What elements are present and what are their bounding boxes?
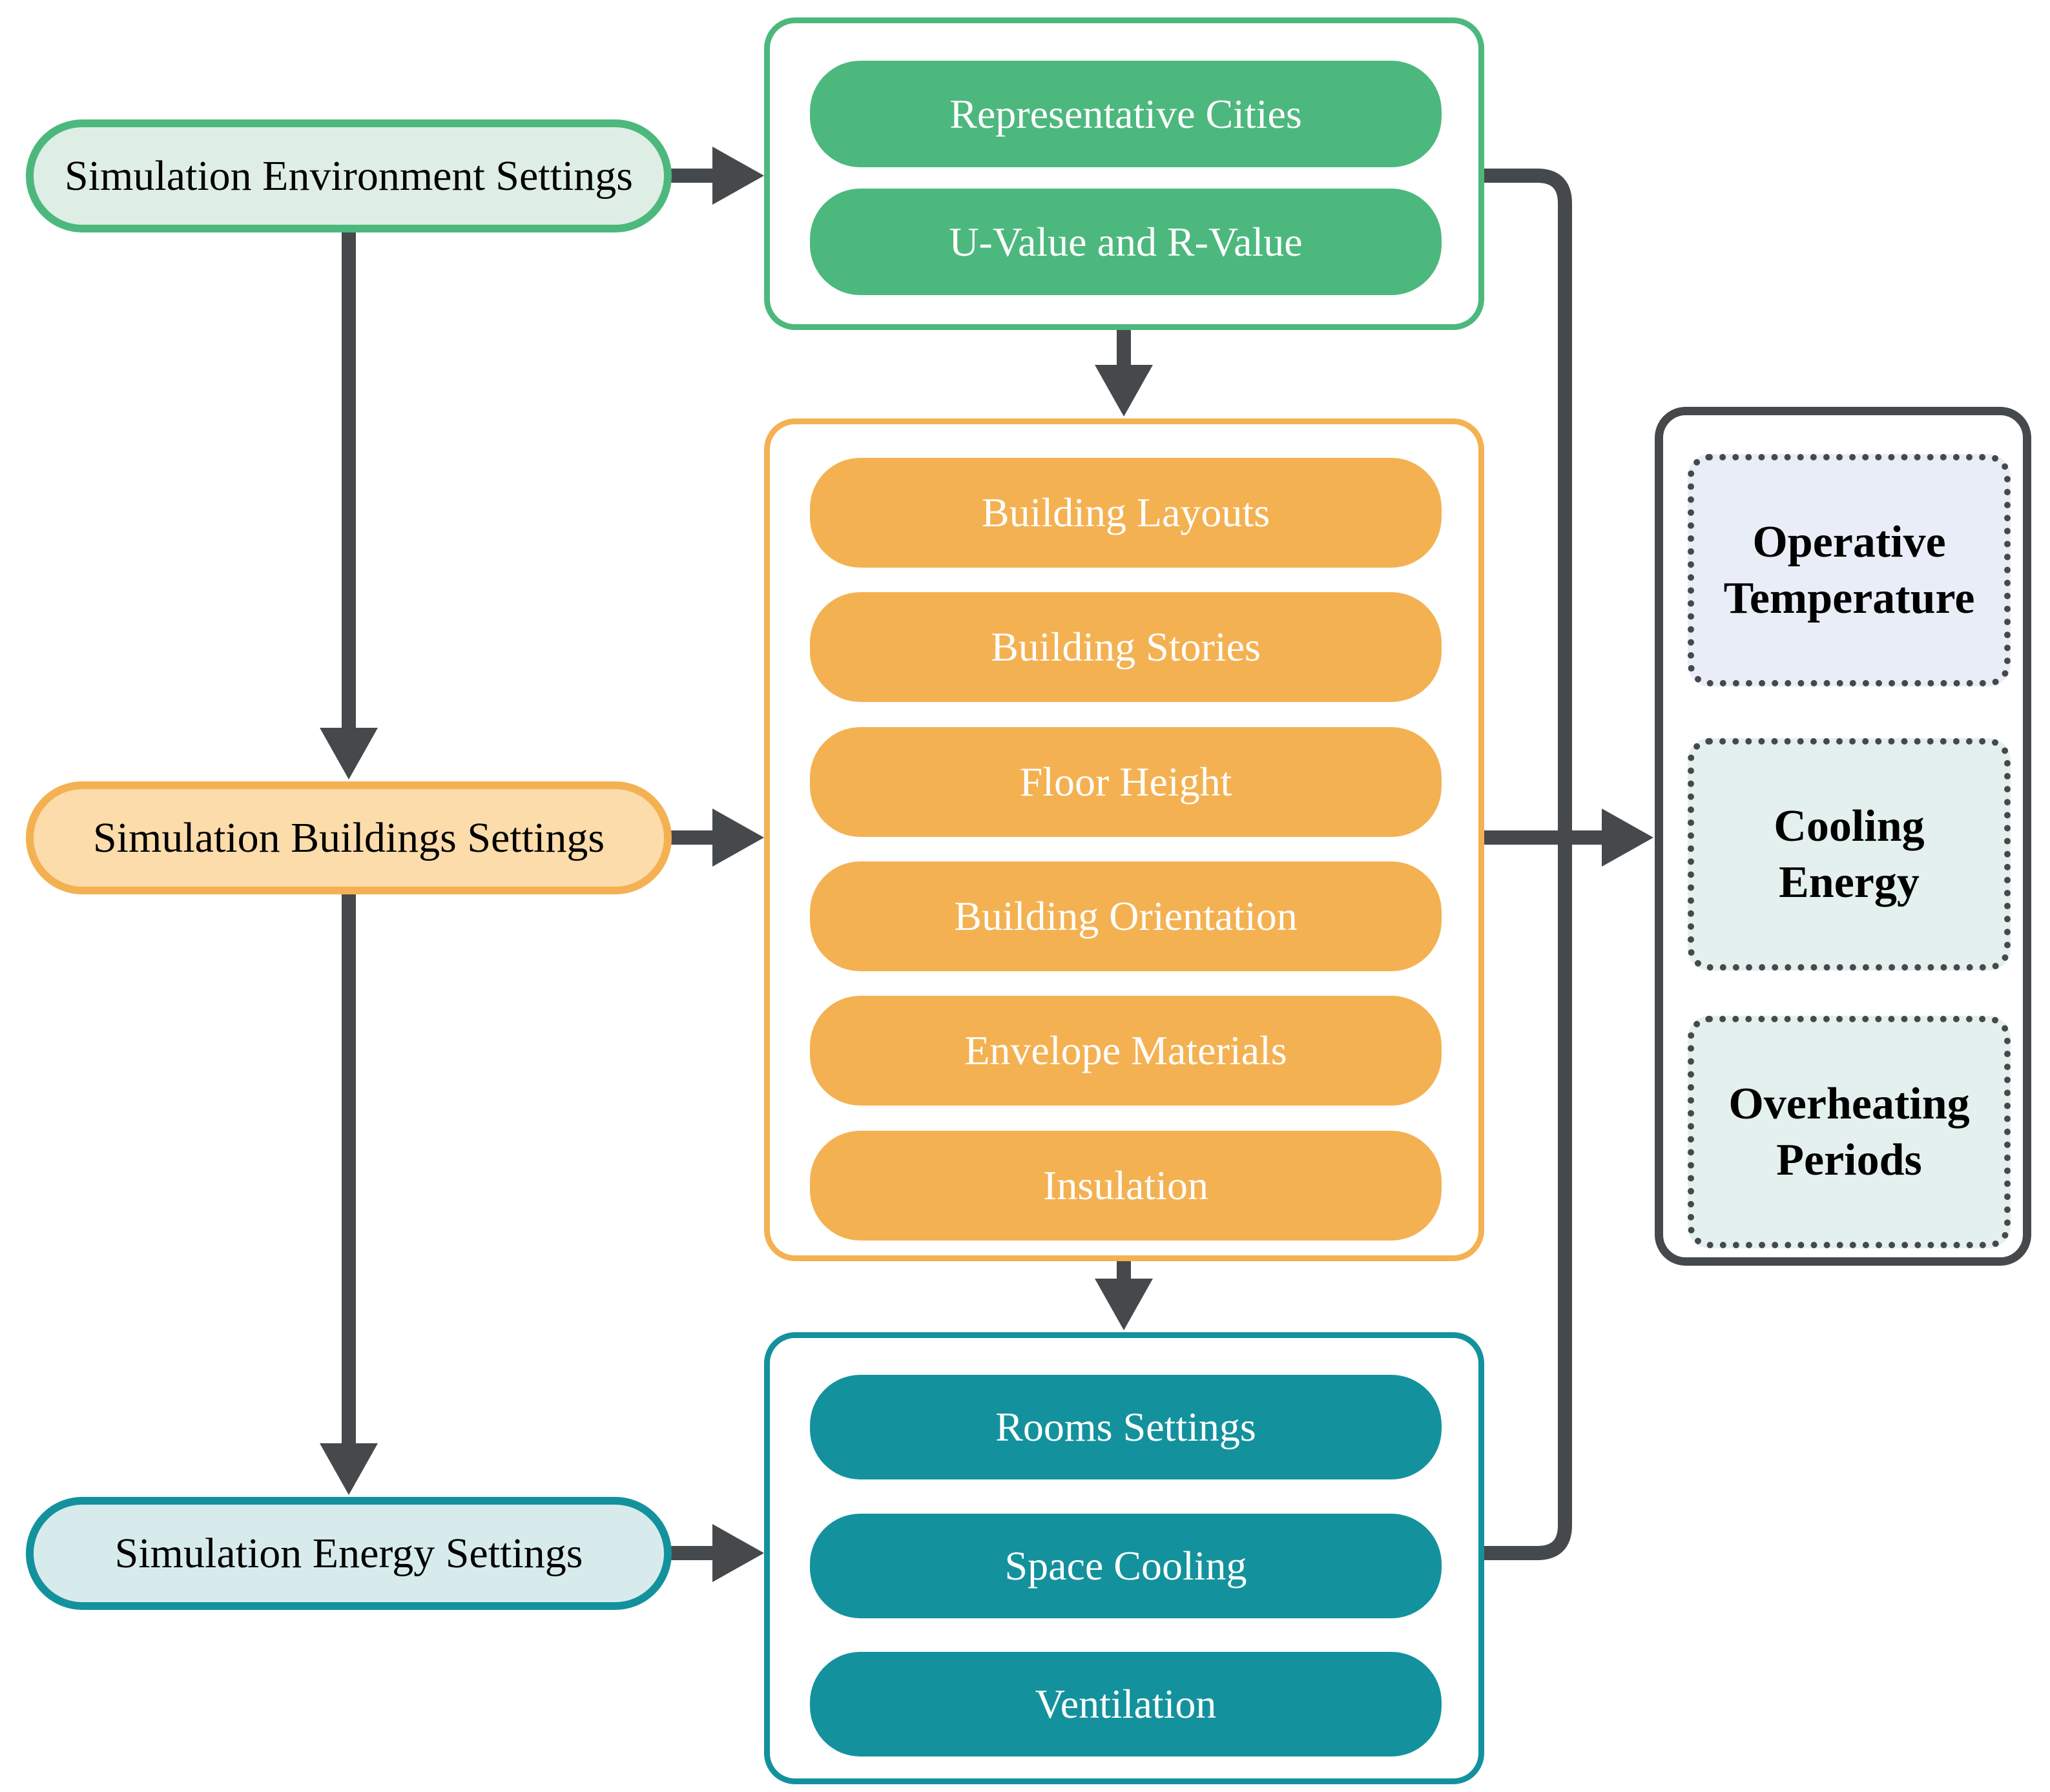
- item-label: Floor Height: [1019, 759, 1232, 805]
- output-label: Overheating Periods: [1728, 1078, 1970, 1186]
- item-label: Envelope Materials: [964, 1027, 1287, 1073]
- arrowhead-buildgroup-to-energygroup: [1095, 1279, 1153, 1330]
- arrowhead-junction-to-outputs: [1602, 808, 1653, 867]
- node-label: Simulation Environment Settings: [65, 152, 633, 200]
- item-label: Space Cooling: [1004, 1543, 1247, 1589]
- arrowhead-buildings-to-group: [712, 808, 764, 867]
- item-building-orientation: Building Orientation: [810, 861, 1442, 971]
- group-environment-parameters: Representative Cities U-Value and R-Valu…: [764, 17, 1484, 330]
- output-label: Operative Temperature: [1723, 517, 1975, 624]
- item-label: Building Stories: [991, 624, 1261, 670]
- item-building-layouts: Building Layouts: [810, 458, 1442, 568]
- arrowhead-buildings-to-energy: [320, 1443, 378, 1495]
- item-floor-height: Floor Height: [810, 727, 1442, 837]
- output-operative-temperature: Operative Temperature: [1688, 454, 2011, 686]
- group-building-parameters: Building Layouts Building Stories Floor …: [764, 418, 1484, 1261]
- group-energy-parameters: Rooms Settings Space Cooling Ventilation: [764, 1332, 1484, 1784]
- connector-energygroup-to-junction: [1477, 830, 1572, 1560]
- item-ventilation: Ventilation: [810, 1652, 1442, 1756]
- item-label: U-Value and R-Value: [949, 218, 1303, 265]
- node-label: Simulation Buildings Settings: [92, 814, 605, 861]
- arrowhead-energy-to-group: [712, 1524, 764, 1582]
- arrowhead-env-to-group: [712, 147, 764, 205]
- output-label: Cooling Energy: [1774, 801, 1925, 908]
- item-insulation: Insulation: [810, 1131, 1442, 1241]
- node-simulation-buildings-settings: Simulation Buildings Settings: [26, 781, 672, 894]
- outputs-panel: Operative Temperature Cooling Energy Ove…: [1655, 407, 2031, 1266]
- item-space-cooling: Space Cooling: [810, 1514, 1442, 1618]
- output-cooling-energy: Cooling Energy: [1688, 738, 2011, 971]
- item-envelope-materials: Envelope Materials: [810, 996, 1442, 1106]
- node-simulation-energy-settings: Simulation Energy Settings: [26, 1497, 672, 1610]
- item-representative-cities: Representative Cities: [810, 61, 1442, 167]
- item-label: Representative Cities: [949, 90, 1302, 137]
- arrowhead-env-to-buildings: [320, 728, 378, 779]
- item-label: Ventilation: [1035, 1681, 1217, 1727]
- node-label: Simulation Energy Settings: [114, 1529, 583, 1577]
- item-label: Building Orientation: [954, 893, 1298, 939]
- item-building-stories: Building Stories: [810, 592, 1442, 702]
- item-label: Building Layouts: [981, 489, 1270, 535]
- item-rooms-settings: Rooms Settings: [810, 1375, 1442, 1479]
- item-u-value-and-r-value: U-Value and R-Value: [810, 189, 1442, 295]
- connector-envgroup-to-junction: [1477, 169, 1572, 845]
- item-label: Rooms Settings: [995, 1404, 1256, 1450]
- arrowhead-envgroup-to-buildgroup: [1095, 365, 1153, 417]
- node-simulation-environment-settings: Simulation Environment Settings: [26, 119, 672, 232]
- output-overheating-periods: Overheating Periods: [1688, 1016, 2011, 1248]
- item-label: Insulation: [1043, 1162, 1208, 1208]
